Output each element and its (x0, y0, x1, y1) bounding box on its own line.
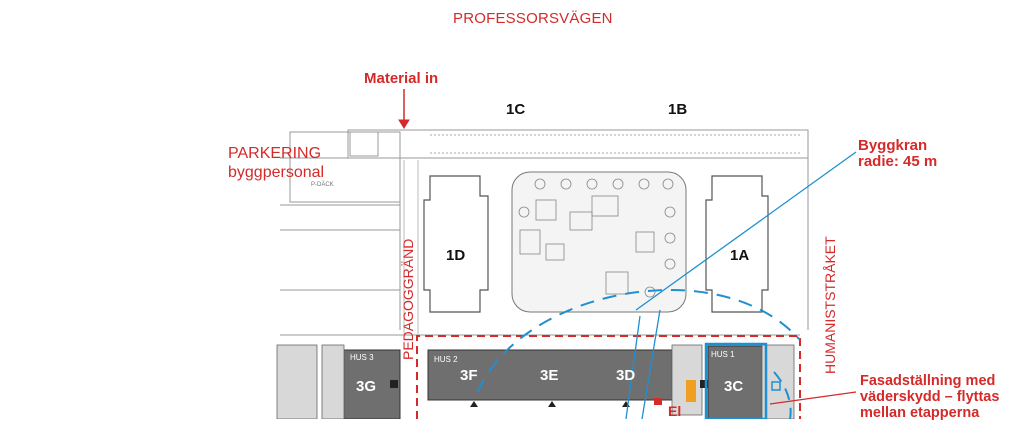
scaffold-outline (704, 342, 768, 419)
building-label-3f: 3F (460, 367, 478, 384)
street-label-left: PEDAGOGGRÄND (400, 238, 416, 360)
street-label-right: HUMANISTSTRÅKET (822, 236, 838, 374)
parking-deck (280, 131, 401, 206)
material-in-label: Material in (364, 70, 439, 87)
construction-fence (416, 335, 801, 419)
crane-label-line2: radie: 45 m (858, 153, 938, 170)
scaffold-marker (686, 380, 696, 402)
material-in-arrow (398, 89, 410, 129)
crane-line-2 (625, 315, 641, 419)
parking-label-line1: PARKERING (228, 145, 322, 162)
parking-label-line2: byggpersonal (228, 164, 325, 181)
parking-label: PARKERING byggpersonal (228, 144, 324, 182)
building-row-3 (343, 345, 763, 419)
building-label-1d: 1D (446, 247, 466, 264)
fasad-label-line3: mellan etapperna (860, 405, 980, 421)
courtyard-details (518, 178, 676, 298)
hus3-label: HUS 3 (350, 353, 374, 362)
building-label-3e: 3E (540, 367, 559, 384)
crane-line-3 (641, 309, 661, 419)
fasad-label: Fasadställning med väderskydd – flyttas … (860, 373, 999, 421)
crane-radius-arc-2 (773, 371, 792, 419)
street-left-lines (403, 160, 419, 335)
el-marker (654, 398, 662, 405)
building-label-1a: 1A (730, 247, 750, 264)
building-label-1c: 1C (506, 101, 526, 118)
hus2-label: HUS 2 (434, 355, 458, 364)
fasad-label-line1: Fasadställning med (860, 373, 996, 389)
p-dack-label: P-DÄCK (311, 182, 334, 188)
crane-base (771, 381, 781, 391)
hus1-label: HUS 1 (711, 350, 735, 359)
building-label-3c: 3C (724, 378, 744, 395)
building-1a-outline (705, 175, 769, 313)
courtyard (511, 171, 687, 313)
tree-row-top (430, 134, 800, 154)
crane-callout-line (635, 151, 857, 311)
building-label-3g: 3G (356, 378, 377, 395)
building-1d-outline (423, 175, 489, 313)
el-label: El (668, 403, 682, 419)
fasad-label-line2: väderskydd – flyttas (860, 389, 1000, 405)
crane-label: Byggkran radie: 45 m (858, 138, 937, 170)
crane-label-line1: Byggkran (858, 137, 928, 154)
fasad-callout-line (769, 391, 857, 405)
crane-radius-arc (477, 288, 801, 393)
building-label-3d: 3D (616, 367, 636, 384)
building-label-1b: 1B (668, 101, 688, 118)
street-label-top: PROFESSORSVÄGEN (453, 10, 613, 27)
side-blocks (276, 344, 795, 419)
building-3c (707, 345, 763, 419)
